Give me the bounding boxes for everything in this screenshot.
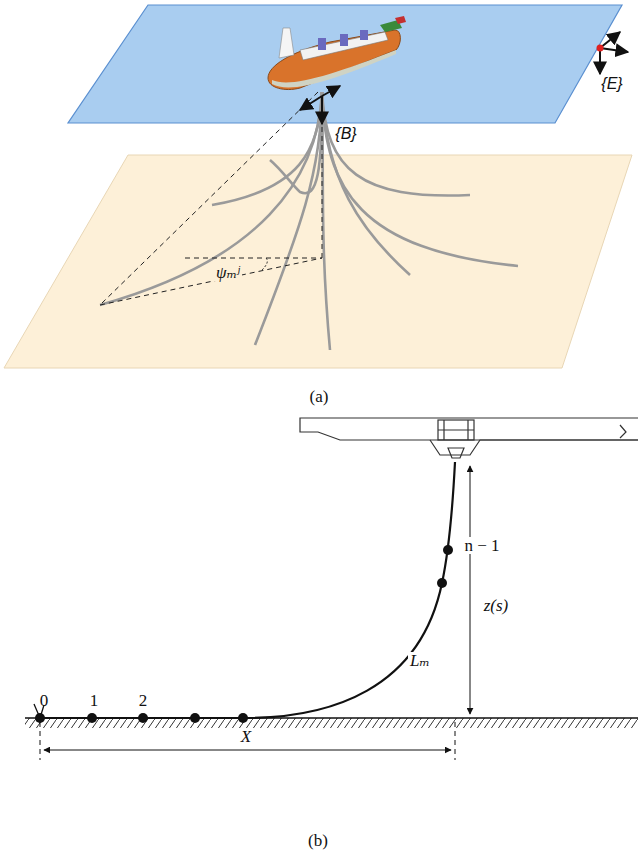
node-index: n − 1: [462, 537, 501, 554]
riser-profile: [40, 462, 455, 718]
panel-label: (b): [308, 832, 328, 849]
dashed-guides: [100, 92, 322, 305]
length-label: Lₘ: [408, 652, 432, 669]
angle-arc: [262, 258, 267, 270]
panel-label: (a): [310, 388, 329, 405]
dimension-label: z(s): [482, 597, 511, 614]
ship: [268, 16, 406, 90]
seabed-plane: [4, 155, 632, 368]
body-frame: [300, 86, 340, 124]
risers: [100, 92, 518, 350]
origin-dot: [597, 45, 604, 52]
frame-label: {B}: [335, 126, 356, 142]
ship-side-view: [300, 418, 638, 458]
seabed-hatching: [25, 718, 638, 728]
node-index: 1: [90, 692, 99, 709]
dimension-label: X: [239, 728, 253, 745]
earth-frame: [600, 32, 628, 74]
node-index: 2: [139, 692, 148, 709]
frame-label: {E}: [601, 76, 622, 92]
sea-surface: [68, 5, 622, 123]
node-points: [35, 545, 453, 723]
node-index: 0: [40, 692, 49, 709]
angle-label: ψₘʲ: [214, 264, 242, 281]
dimension-lines: [40, 466, 470, 760]
